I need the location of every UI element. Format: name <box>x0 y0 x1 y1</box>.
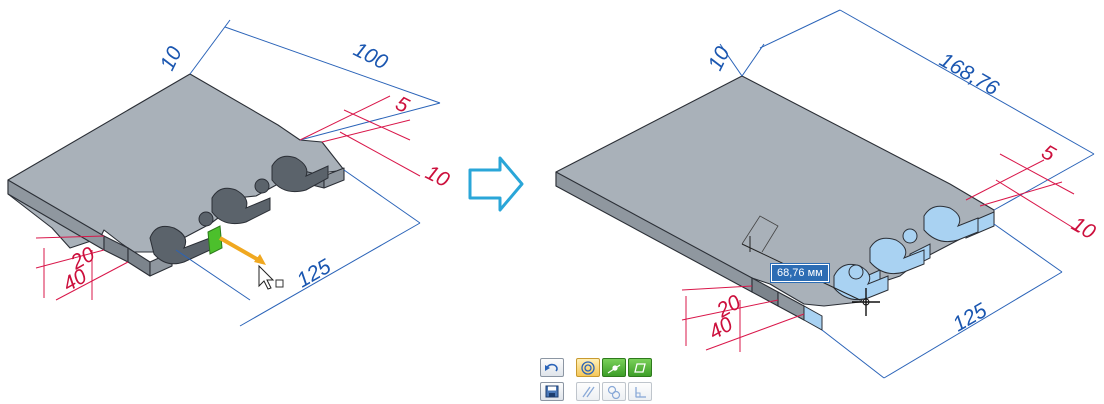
perpendicular-icon <box>635 386 646 398</box>
left-slot-3 <box>271 155 329 193</box>
point-on-face-icon <box>607 364 621 373</box>
arrow-right-icon <box>468 156 524 212</box>
left-slot-1 <box>149 225 211 265</box>
left-dim-width: 100 <box>350 38 392 75</box>
undo-icon <box>545 363 558 372</box>
right-dim-thickness: 10 <box>704 43 735 74</box>
left-dim-thickness: 10 <box>156 43 187 74</box>
right-dim-length: 125 <box>949 299 991 337</box>
concentric-circles-icon <box>581 360 595 375</box>
save-button[interactable] <box>540 382 564 401</box>
save-icon <box>545 385 559 398</box>
right-slot-1 <box>833 263 889 301</box>
left-dim-slot-width: 5 <box>392 92 413 118</box>
parallel-button[interactable] <box>576 382 600 401</box>
left-dim-slot-pitch: 10 <box>422 161 454 192</box>
left-hole-2 <box>254 178 270 194</box>
crosshair-cursor-icon <box>852 288 880 316</box>
dimension-value-readout[interactable]: 68,76 мм <box>770 263 830 283</box>
left-dimension-lines <box>35 19 441 327</box>
right-slot-3 <box>923 205 979 243</box>
right-dim-width: 168,76 <box>936 48 1003 100</box>
right-dimension-lines <box>681 9 1095 379</box>
concentric-button[interactable] <box>576 358 600 377</box>
undo-button[interactable] <box>540 358 564 377</box>
perpendicular-button[interactable] <box>628 382 652 401</box>
tangent-circles-icon <box>607 385 621 399</box>
right-slot-2 <box>869 237 925 275</box>
point-on-face-button[interactable] <box>602 358 626 377</box>
drag-handle-arrow[interactable] <box>219 236 266 265</box>
right-dim-slot-width: 5 <box>1038 140 1060 166</box>
left-dim-length: 125 <box>293 255 335 293</box>
right-hole-1 <box>848 264 864 280</box>
left-hole-1 <box>198 211 214 227</box>
left-part <box>7 19 441 327</box>
right-hole-2 <box>902 228 918 244</box>
left-slot-2 <box>211 187 271 225</box>
mouse-pointer-icon <box>258 264 284 290</box>
plane-icon <box>634 362 646 373</box>
parallel-lines-icon <box>582 386 595 397</box>
right-part <box>555 9 1095 379</box>
right-selected-face-1 <box>803 305 823 331</box>
plane-button[interactable] <box>628 358 652 377</box>
tangent-button[interactable] <box>602 382 626 401</box>
right-dim-slot-pitch: 10 <box>1068 212 1100 244</box>
left-selected-face <box>207 225 223 255</box>
